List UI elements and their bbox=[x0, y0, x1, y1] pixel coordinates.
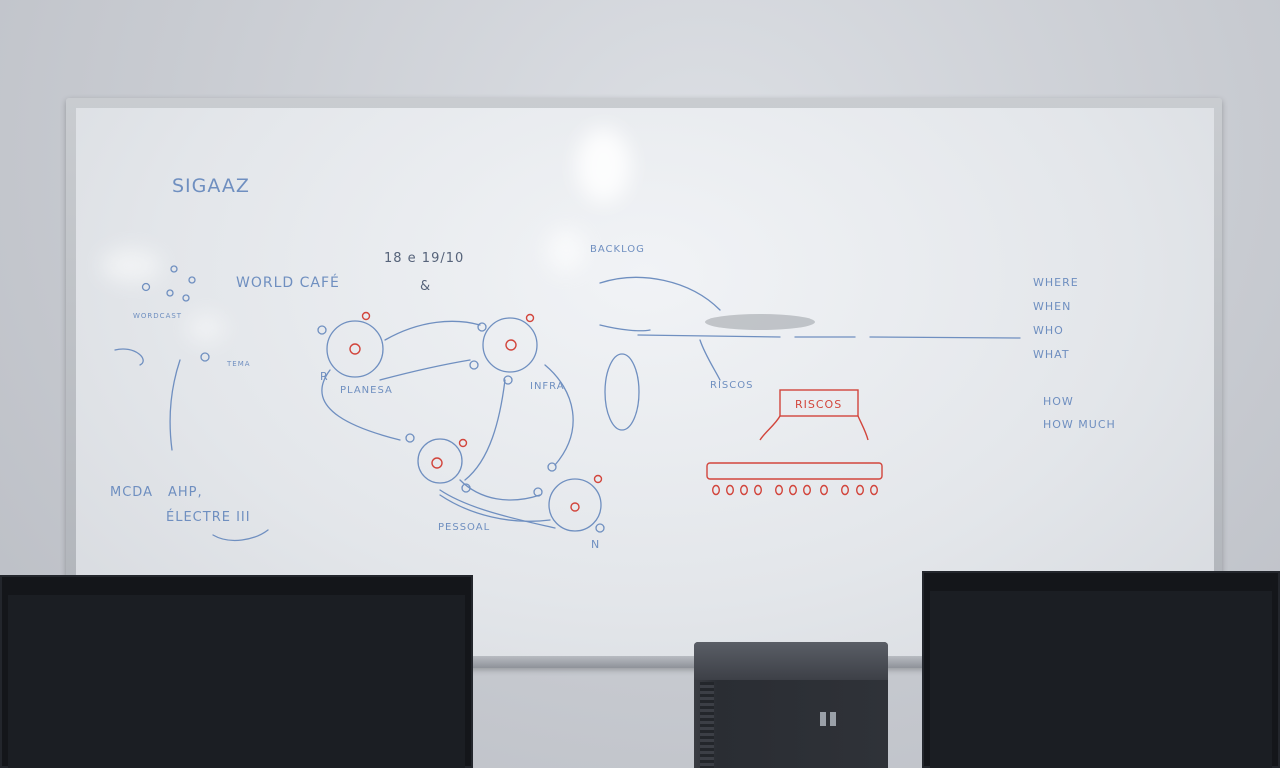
pc-tower bbox=[694, 642, 888, 768]
monitor-screen bbox=[8, 595, 465, 768]
tema-label: TEMA bbox=[226, 360, 251, 368]
monitor-left bbox=[0, 575, 473, 768]
pessoal-label: PESSOAL bbox=[438, 522, 490, 533]
light-glare bbox=[186, 313, 226, 343]
cycle-circle bbox=[417, 438, 463, 484]
backlog-label: BACKLOG bbox=[590, 244, 645, 255]
wordcast-label: WORDCAST bbox=[133, 312, 182, 320]
n-label: N bbox=[591, 538, 600, 551]
planesa-label: PLANESA bbox=[340, 385, 393, 396]
cycle-circle bbox=[326, 320, 384, 378]
usb-port-icon bbox=[830, 712, 836, 726]
board-title: SIGAAZ bbox=[172, 175, 250, 197]
light-glare bbox=[576, 128, 631, 203]
cycle-circle bbox=[548, 478, 602, 532]
riscos-lower-label: RISCOS bbox=[710, 380, 753, 391]
monitor-right bbox=[922, 571, 1280, 768]
light-glare bbox=[101, 248, 161, 283]
right-list-item: WHERE bbox=[1033, 276, 1079, 289]
date-label: 18 e 19/10 bbox=[384, 251, 464, 266]
right-list-item: HOW bbox=[1043, 395, 1074, 408]
usb-port-icon bbox=[820, 712, 826, 726]
right-list-item: WHO bbox=[1033, 324, 1064, 337]
riscos-box-label: RISCOS bbox=[795, 398, 842, 411]
cycle-circle bbox=[482, 317, 538, 373]
pc-vent bbox=[700, 682, 714, 768]
right-list-item: WHAT bbox=[1033, 348, 1070, 361]
ampersand-label: & bbox=[420, 279, 431, 294]
r-label: R bbox=[320, 370, 329, 383]
eraser-smudge bbox=[705, 314, 815, 330]
monitor-screen bbox=[930, 591, 1272, 768]
infra-label: INFRA bbox=[530, 381, 565, 392]
electre-label: ÉLECTRE III bbox=[166, 509, 251, 525]
light-glare bbox=[546, 228, 586, 273]
mcda-label: MCDA bbox=[110, 485, 153, 500]
world-cafe-label: WORLD CAFÉ bbox=[236, 274, 340, 291]
riscos-box bbox=[779, 389, 859, 417]
right-list-item: WHEN bbox=[1033, 300, 1071, 313]
right-list-item: HOW MUCH bbox=[1043, 418, 1116, 431]
pc-tower-top bbox=[694, 642, 888, 680]
timeline-bar bbox=[706, 462, 883, 480]
ahp-label: AHP, bbox=[168, 485, 203, 500]
whiteboard bbox=[76, 108, 1214, 660]
